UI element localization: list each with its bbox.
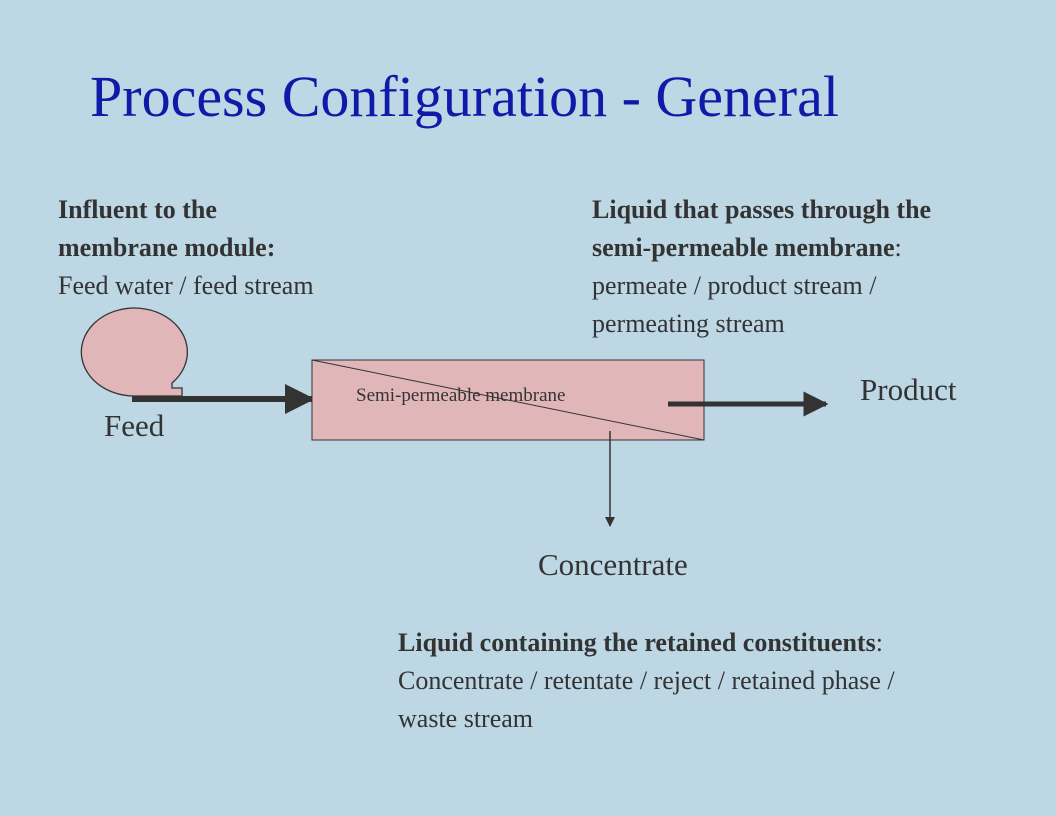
membrane-label: Semi-permeable membrane [356, 385, 566, 406]
feed-label: Feed [104, 408, 165, 443]
concentrate-heading: Liquid containing the retained constitue… [398, 628, 876, 657]
concentrate-heading-colon: : [875, 628, 883, 657]
concentrate-description-line1: Concentrate / retentate / reject / retai… [398, 666, 895, 695]
influent-heading-line2: membrane module: [58, 233, 276, 262]
product-label: Product [860, 372, 957, 407]
permeate-heading-line1: Liquid that passes through the [592, 195, 932, 224]
influent-note: Influent to the membrane module: Feed wa… [58, 191, 314, 305]
concentrate-note: Liquid containing the retained constitue… [398, 624, 895, 738]
permeate-heading-line2: semi-permeable membrane [592, 233, 895, 262]
concentrate-label: Concentrate [538, 547, 688, 582]
membrane-diagonal [311, 359, 705, 441]
slide-title: Process Configuration - General [90, 64, 839, 129]
concentrate-description-line2: waste stream [398, 704, 534, 733]
permeate-heading-colon: : [894, 233, 902, 262]
permeate-description-line1: permeate / product stream / [592, 271, 877, 300]
permeate-note: Liquid that passes through the semi-perm… [592, 191, 931, 343]
permeate-description-line2: permeating stream [592, 309, 785, 338]
influent-heading-line1: Influent to the [58, 195, 217, 224]
feed-tank-shape [80, 307, 189, 397]
influent-description: Feed water / feed stream [58, 271, 314, 300]
